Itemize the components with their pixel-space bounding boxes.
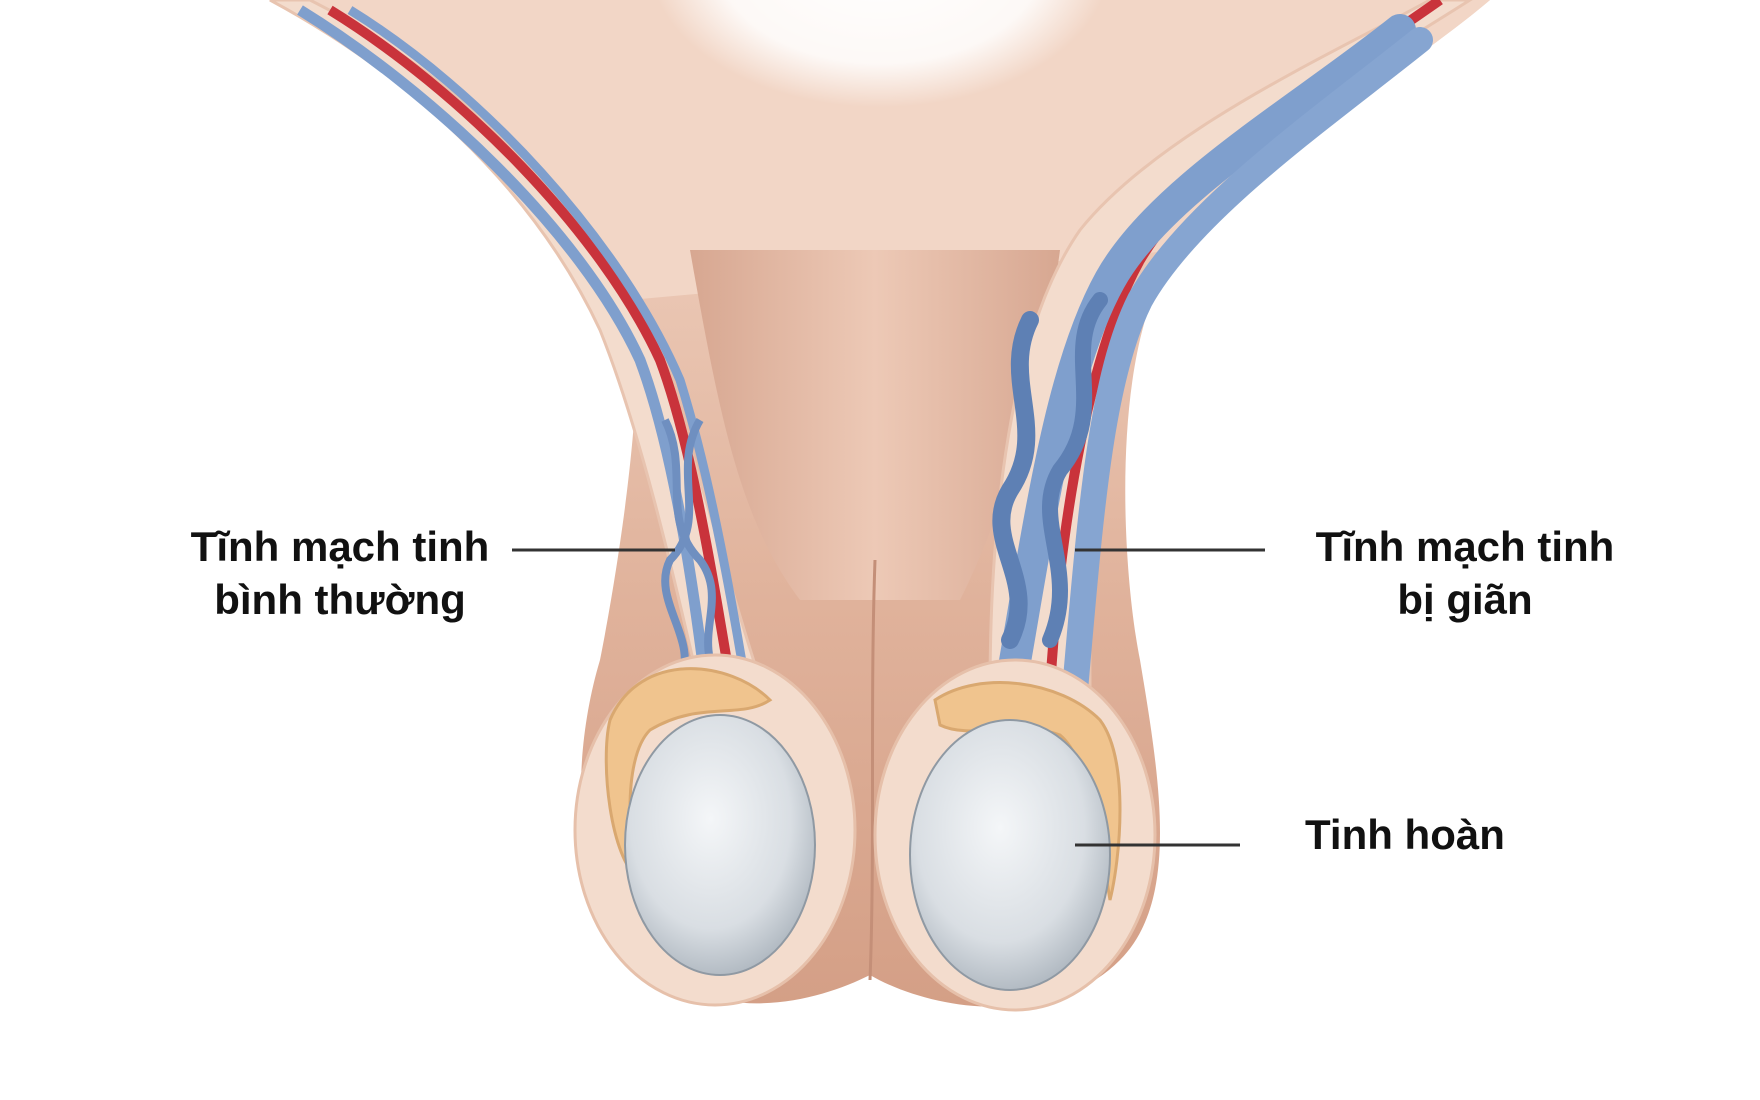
label-dilated-vein-line1: Tĩnh mạch tinh [1315, 523, 1615, 570]
right-spermatic-cord [988, 0, 1473, 706]
label-dilated-spermatic-vein: Tĩnh mạch tinh bị giãn [1295, 520, 1635, 626]
label-normal-vein-line2: bình thường [214, 576, 466, 623]
label-dilated-vein-line2: bị giãn [1397, 576, 1533, 623]
label-testis-text: Tinh hoàn [1305, 811, 1505, 858]
label-normal-spermatic-vein: Tĩnh mạch tinh bình thường [150, 520, 530, 626]
right-testis-group [873, 658, 1157, 1012]
label-testis: Tinh hoàn [1305, 808, 1525, 861]
label-normal-vein-line1: Tĩnh mạch tinh [190, 523, 490, 570]
left-spermatic-cord [269, 0, 762, 692]
left-testis-group [573, 653, 857, 1007]
